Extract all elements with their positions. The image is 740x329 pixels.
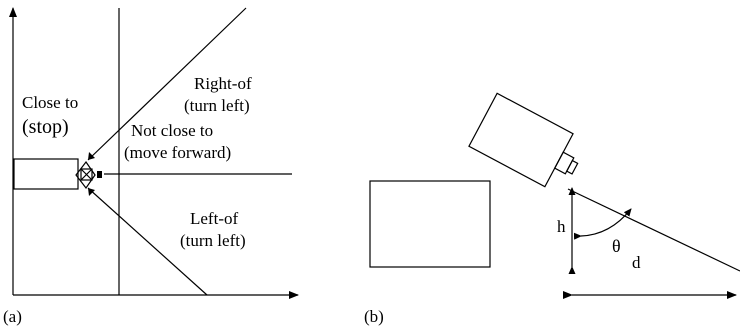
panel-b-label: (b) [364, 307, 384, 326]
left-of-action-label: (turn left) [180, 231, 246, 250]
camera-body [468, 92, 574, 188]
upper-arrowhead [88, 152, 95, 160]
sight-line [567, 188, 740, 272]
theta-label: θ [612, 236, 621, 256]
stop-label: (stop) [22, 116, 69, 138]
upper-diagonal [87, 7, 247, 161]
angle-arc [573, 208, 632, 240]
panel-b: h θ d (b) [364, 92, 740, 326]
panel-a: Close to (stop) Right-of (turn left) Not… [3, 7, 299, 326]
robot-body [13, 158, 79, 190]
close-to-label: Close to [22, 93, 78, 112]
not-close-label: Not close to [131, 121, 213, 140]
lower-arrowhead [88, 188, 95, 196]
camera [468, 92, 579, 188]
not-close-action-label: (move forward) [124, 143, 231, 162]
distance-label: d [632, 253, 641, 272]
camera-lens-tip [565, 159, 579, 175]
sensor-tip [97, 171, 102, 178]
height-label: h [557, 217, 566, 236]
right-of-action-label: (turn left) [184, 96, 250, 115]
lower-diagonal [87, 187, 208, 296]
panel-a-label: (a) [3, 307, 22, 326]
object-box [369, 180, 491, 268]
right-of-label: Right-of [194, 74, 252, 93]
left-of-label: Left-of [190, 209, 238, 228]
sensor-box [80, 168, 93, 181]
robot-sensor-icon [75, 152, 102, 196]
